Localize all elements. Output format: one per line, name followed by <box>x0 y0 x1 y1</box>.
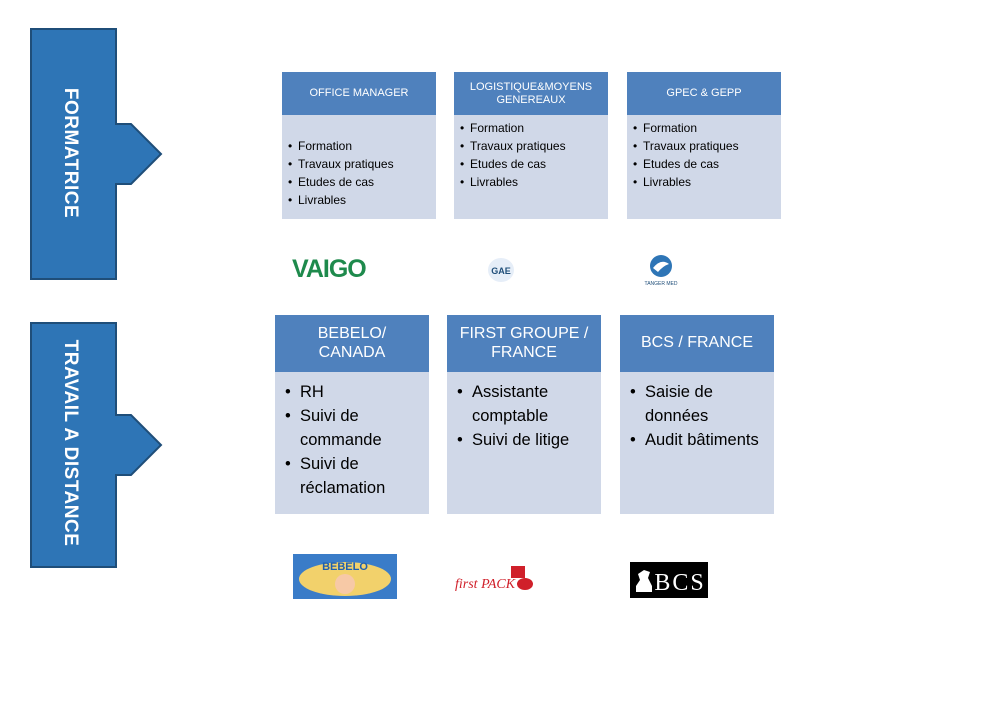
bcs-logo-text: BCS <box>654 570 705 596</box>
card-title: BEBELO/ CANADA <box>275 315 429 372</box>
card-office-manager: OFFICE MANAGER Formation Travaux pratiqu… <box>282 72 436 219</box>
card-title: FIRST GROUPE / FRANCE <box>447 315 601 372</box>
list-item: RH <box>285 380 421 404</box>
card-title: BCS / FRANCE <box>620 315 774 372</box>
card-title: LOGISTIQUE&MOYENS GENEREAUX <box>454 72 608 115</box>
list-item: Formation <box>633 119 775 137</box>
list-item: Formation <box>288 137 430 155</box>
list-item: Travaux pratiques <box>288 155 430 173</box>
card-title: GPEC & GEPP <box>627 72 781 115</box>
list-item: Travaux pratiques <box>633 137 775 155</box>
list-item: Saisie de données <box>630 380 766 428</box>
list-item: Etudes de cas <box>633 155 775 173</box>
list-item: Travaux pratiques <box>460 137 602 155</box>
gae-logo: GAE <box>488 258 514 282</box>
list-item: Suivi de litige <box>457 428 593 452</box>
formatrice-label: FORMATRICE <box>60 87 81 219</box>
formatrice-arrow <box>30 28 163 280</box>
list-item: Audit bâtiments <box>630 428 766 452</box>
tanger-med-logo: TANGER MED <box>645 255 678 287</box>
bebelo-logo-text: BEBELO <box>322 561 368 573</box>
card-bebelo: BEBELO/ CANADA RH Suivi de commande Suiv… <box>275 315 429 514</box>
bebelo-logo: BEBELO <box>293 554 397 599</box>
tanger-med-text: TANGER MED <box>645 281 678 287</box>
list-item: Suivi de commande <box>285 404 421 452</box>
list-item: Livrables <box>633 173 775 191</box>
card-logistique: LOGISTIQUE&MOYENS GENEREAUX Formation Tr… <box>454 72 608 219</box>
card-first-groupe: FIRST GROUPE / FRANCE Assistante comptab… <box>447 315 601 514</box>
travail-distance-arrow <box>30 322 163 568</box>
list-item: Livrables <box>288 191 430 209</box>
list-item: Formation <box>460 119 602 137</box>
travail-distance-label: TRAVAIL A DISTANCE <box>60 339 81 547</box>
firstpack-logo-text: first PACK <box>455 577 516 592</box>
list-item: Suivi de réclamation <box>285 452 421 500</box>
list-item: Livrables <box>460 173 602 191</box>
card-gpec: GPEC & GEPP Formation Travaux pratiques … <box>627 72 781 219</box>
list-item: Assistante comptable <box>457 380 593 428</box>
bcs-logo: BCS <box>630 562 708 598</box>
card-title: OFFICE MANAGER <box>282 72 436 115</box>
list-item: Etudes de cas <box>288 173 430 191</box>
card-bcs: BCS / FRANCE Saisie de données Audit bât… <box>620 315 774 514</box>
firstpack-logo: first PACK <box>455 566 533 592</box>
vaigo-logo: VAIGO <box>292 255 367 283</box>
gae-logo-text: GAE <box>491 266 511 276</box>
list-item: Etudes de cas <box>460 155 602 173</box>
